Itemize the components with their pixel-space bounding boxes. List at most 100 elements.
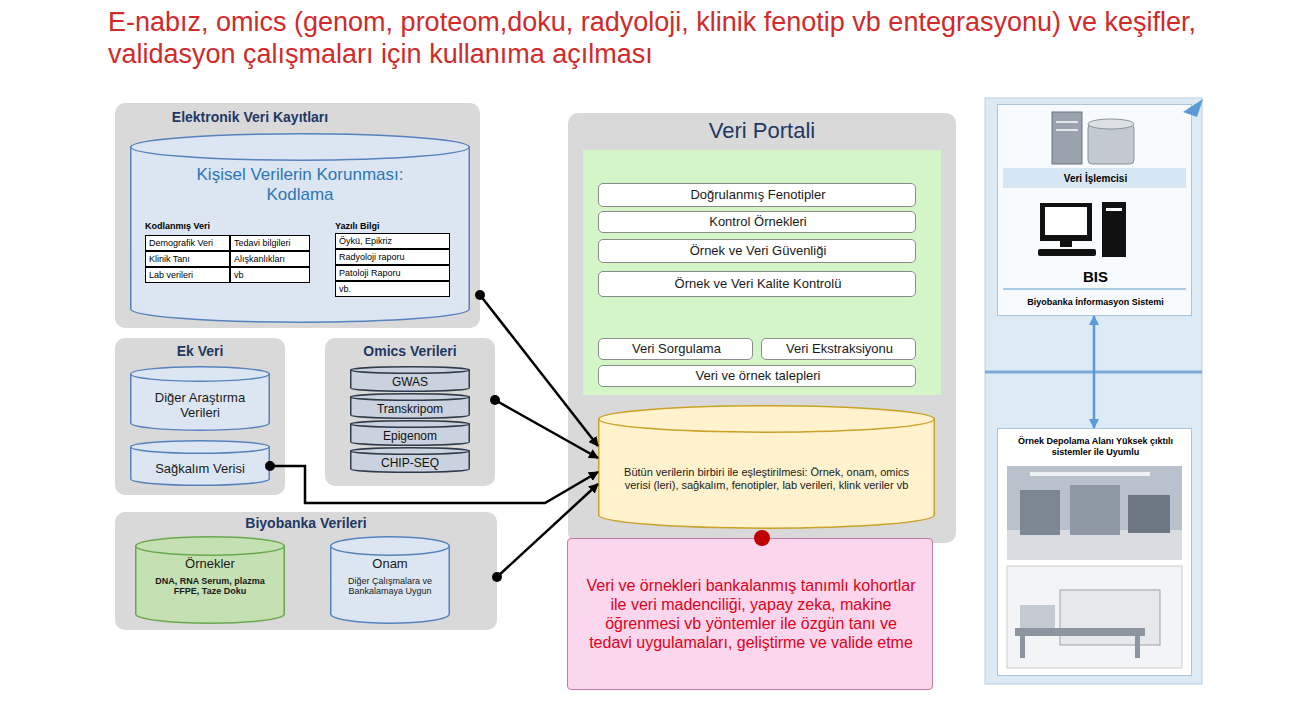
cylinder-node: Transkripom bbox=[350, 393, 470, 419]
connector-arrow bbox=[495, 400, 598, 458]
server-slot bbox=[1056, 129, 1078, 131]
storage-drum bbox=[1088, 124, 1134, 164]
cylinder-node: ÖrneklerDNA, RNA Serum, plazma FFPE, Taz… bbox=[135, 536, 285, 624]
title-area: E-nabız, omics (genom, proteom,doku, rad… bbox=[108, 6, 1258, 71]
box-node: Patoloji Raporu bbox=[335, 265, 450, 281]
bus-line bbox=[985, 371, 1202, 374]
box-node: Tedavi bilgileri bbox=[230, 235, 310, 251]
box-node: Örnek ve Veri Kalite Kontrolü bbox=[598, 271, 916, 297]
box-node: Veri PortaliDoğrulanmış FenotiplerKontro… bbox=[568, 113, 956, 543]
cylinder-node: Bütün verilerin birbiri ile eşleştirilme… bbox=[598, 405, 935, 529]
node-label: Ek Veri bbox=[120, 343, 280, 360]
node-label: Sağkalım Verisi bbox=[136, 461, 264, 477]
monitor-stand bbox=[1060, 241, 1072, 247]
box-node: Veri İşlemcisiBIS Biyobanka İnformasyon S… bbox=[997, 104, 1192, 316]
inner-panel-fill bbox=[583, 150, 941, 395]
node-label: Lab verileri bbox=[149, 270, 228, 281]
robot-leg bbox=[1020, 636, 1025, 658]
node-label: GWAS bbox=[354, 375, 466, 389]
node-text: Yazılı Bilgi bbox=[335, 221, 445, 232]
box-node: Demografik Veri bbox=[145, 235, 230, 251]
connector-arrow bbox=[270, 466, 598, 503]
connector-dot bbox=[490, 395, 500, 405]
box-node: Radyoloji raporu bbox=[335, 249, 450, 265]
cylinder-node: Sağkalım Verisi bbox=[130, 440, 270, 486]
node-label: Demografik Veri bbox=[149, 238, 228, 249]
diagram-title: E-nabız, omics (genom, proteom,doku, rad… bbox=[108, 6, 1258, 71]
node-label: Örnekler bbox=[145, 556, 275, 572]
node-text: BIS bbox=[1003, 268, 1188, 286]
corner-arrow bbox=[1183, 99, 1203, 117]
node-label: Doğrulanmış Fenotipler bbox=[603, 187, 913, 203]
box-node: Veri Ekstraksiyonu bbox=[761, 338, 916, 360]
node-label: Veri Sorgulama bbox=[603, 341, 750, 357]
box-node: Lab verileri bbox=[145, 267, 230, 283]
cylinder-body bbox=[131, 374, 270, 430]
cylinder-top bbox=[351, 448, 470, 455]
connector-arrow bbox=[1093, 316, 1096, 428]
node-label: Radyoloji raporu bbox=[339, 252, 448, 263]
node-label: Klinik Tanı bbox=[149, 254, 228, 265]
label-bar bbox=[1003, 168, 1186, 188]
monitor-screen bbox=[1045, 207, 1087, 235]
cylinder-body bbox=[331, 546, 450, 623]
cylinder-body bbox=[131, 147, 470, 322]
divider-line bbox=[1003, 289, 1186, 290]
robot-bench bbox=[1015, 628, 1145, 636]
box-node: Doğrulanmış Fenotipler bbox=[598, 183, 916, 207]
node-text: Kodlanmış Veri bbox=[145, 221, 255, 232]
robot-leg bbox=[1135, 636, 1140, 658]
connector-dot bbox=[265, 461, 275, 471]
cylinder-top bbox=[599, 406, 935, 433]
box-node: Veri Sorgulama bbox=[598, 338, 753, 360]
node-text: Biyobanka İnformasyon Sistemi bbox=[1003, 297, 1188, 308]
node-label: Örnek ve Veri Kalite Kontrolü bbox=[603, 276, 913, 292]
box-node: Örnek Depolama Alanı Yüksek çıktılı sist… bbox=[997, 428, 1192, 676]
cylinder-body bbox=[136, 546, 285, 623]
box-node: vb. bbox=[335, 281, 450, 297]
node-label: CHIP-SEQ bbox=[354, 456, 466, 470]
node-label: Veri İşlemcisi bbox=[1003, 173, 1188, 185]
box-node: Öykü, Epikriz bbox=[335, 233, 450, 249]
connector-dot bbox=[492, 572, 502, 582]
lab-floor bbox=[1007, 530, 1182, 560]
cylinder-top bbox=[331, 537, 450, 556]
node-label: Veri ve örnek talepleri bbox=[603, 368, 913, 384]
lab-machine bbox=[1128, 495, 1170, 533]
cylinder-top bbox=[351, 421, 470, 428]
cylinder-top bbox=[351, 367, 470, 374]
system-panel bbox=[985, 98, 1202, 684]
node-label: Alışkanlıkları bbox=[234, 254, 308, 265]
node-label: Veri Portali bbox=[573, 118, 951, 144]
cylinder-node: Epigenom bbox=[350, 420, 470, 446]
cylinder-node: CHIP-SEQ bbox=[350, 447, 470, 473]
pc-slot bbox=[1106, 208, 1122, 211]
robot-photo bbox=[1007, 566, 1182, 668]
robot-housing bbox=[1060, 590, 1160, 645]
storage-drum-top bbox=[1088, 119, 1134, 129]
node-label: vb bbox=[234, 270, 308, 281]
cylinder-top bbox=[351, 394, 470, 401]
box-node: vb bbox=[230, 267, 310, 283]
cylinder-top bbox=[136, 537, 285, 556]
node-label: Epigenom bbox=[354, 429, 466, 443]
box-node: Kontrol Örnekleri bbox=[598, 211, 916, 233]
node-label: Veri ve örnekleri bankalanmış tanımlı ko… bbox=[584, 576, 918, 653]
box-node: Biyobanka VerileriÖrneklerDNA, RNA Serum… bbox=[115, 512, 497, 630]
box-node: Elektronik Veri KayıtlarıKişisel Veriler… bbox=[115, 103, 480, 328]
node-label: Öykü, Epikriz bbox=[339, 236, 448, 247]
server-tower bbox=[1052, 112, 1082, 164]
box-node: Alışkanlıkları bbox=[230, 251, 310, 267]
cylinder-body bbox=[599, 419, 935, 528]
cylinder-top bbox=[131, 367, 270, 382]
node-text: Diğer Çalışmalara ve Bankalamaya Uygun bbox=[340, 576, 440, 598]
node-label: Örnek Depolama Alanı Yüksek çıktılı sist… bbox=[1006, 436, 1185, 458]
lab-machine bbox=[1070, 485, 1120, 535]
node-label: Biyobanka Verileri bbox=[120, 515, 492, 532]
pc-tower bbox=[1102, 202, 1126, 257]
box-node: Veri ve örnekleri bankalanmış tanımlı ko… bbox=[567, 538, 933, 690]
node-label: Veri Ekstraksiyonu bbox=[766, 341, 913, 357]
node-label: Onam bbox=[340, 556, 440, 572]
box-node: Ek VeriDiğer Araştırma VerileriSağkalım … bbox=[115, 338, 285, 495]
